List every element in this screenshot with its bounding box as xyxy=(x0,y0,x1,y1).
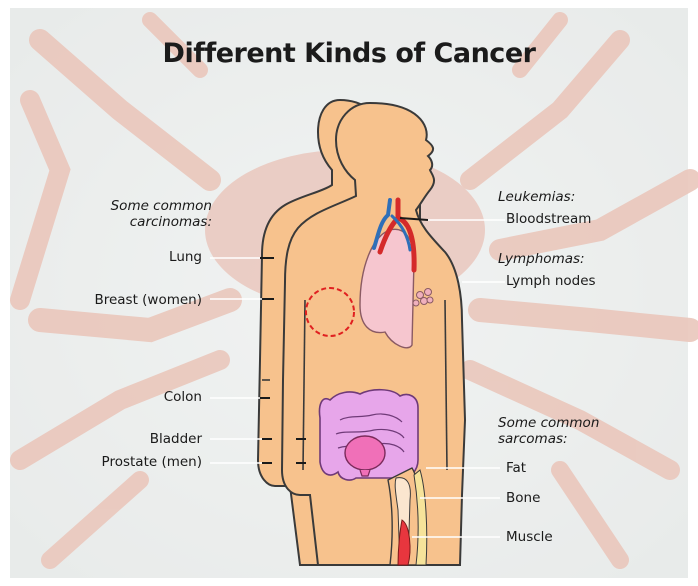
label-lymph-nodes: Lymph nodes xyxy=(506,273,596,289)
thigh-tissues xyxy=(388,468,427,565)
label-fat: Fat xyxy=(506,460,526,476)
label-colon: Colon xyxy=(90,389,202,405)
label-breast: Breast (women) xyxy=(60,292,202,308)
leukemia-heading: Leukemias: xyxy=(498,189,575,205)
label-bloodstream: Bloodstream xyxy=(506,211,591,227)
label-lung: Lung xyxy=(90,249,202,265)
label-bladder: Bladder xyxy=(90,431,202,447)
carcinoma-heading-line1: Some common xyxy=(70,198,212,214)
diagram-title: Different Kinds of Cancer xyxy=(0,38,698,69)
label-prostate: Prostate (men) xyxy=(60,454,202,470)
carcinoma-heading-line2: carcinomas: xyxy=(70,214,212,230)
label-muscle: Muscle xyxy=(506,529,553,545)
sarcoma-heading-line2: sarcomas: xyxy=(498,431,568,447)
label-bone: Bone xyxy=(506,490,540,506)
lymphoma-heading: Lymphomas: xyxy=(498,251,585,267)
sarcoma-heading-line1: Some common xyxy=(498,415,599,431)
bladder-organ xyxy=(345,436,385,470)
